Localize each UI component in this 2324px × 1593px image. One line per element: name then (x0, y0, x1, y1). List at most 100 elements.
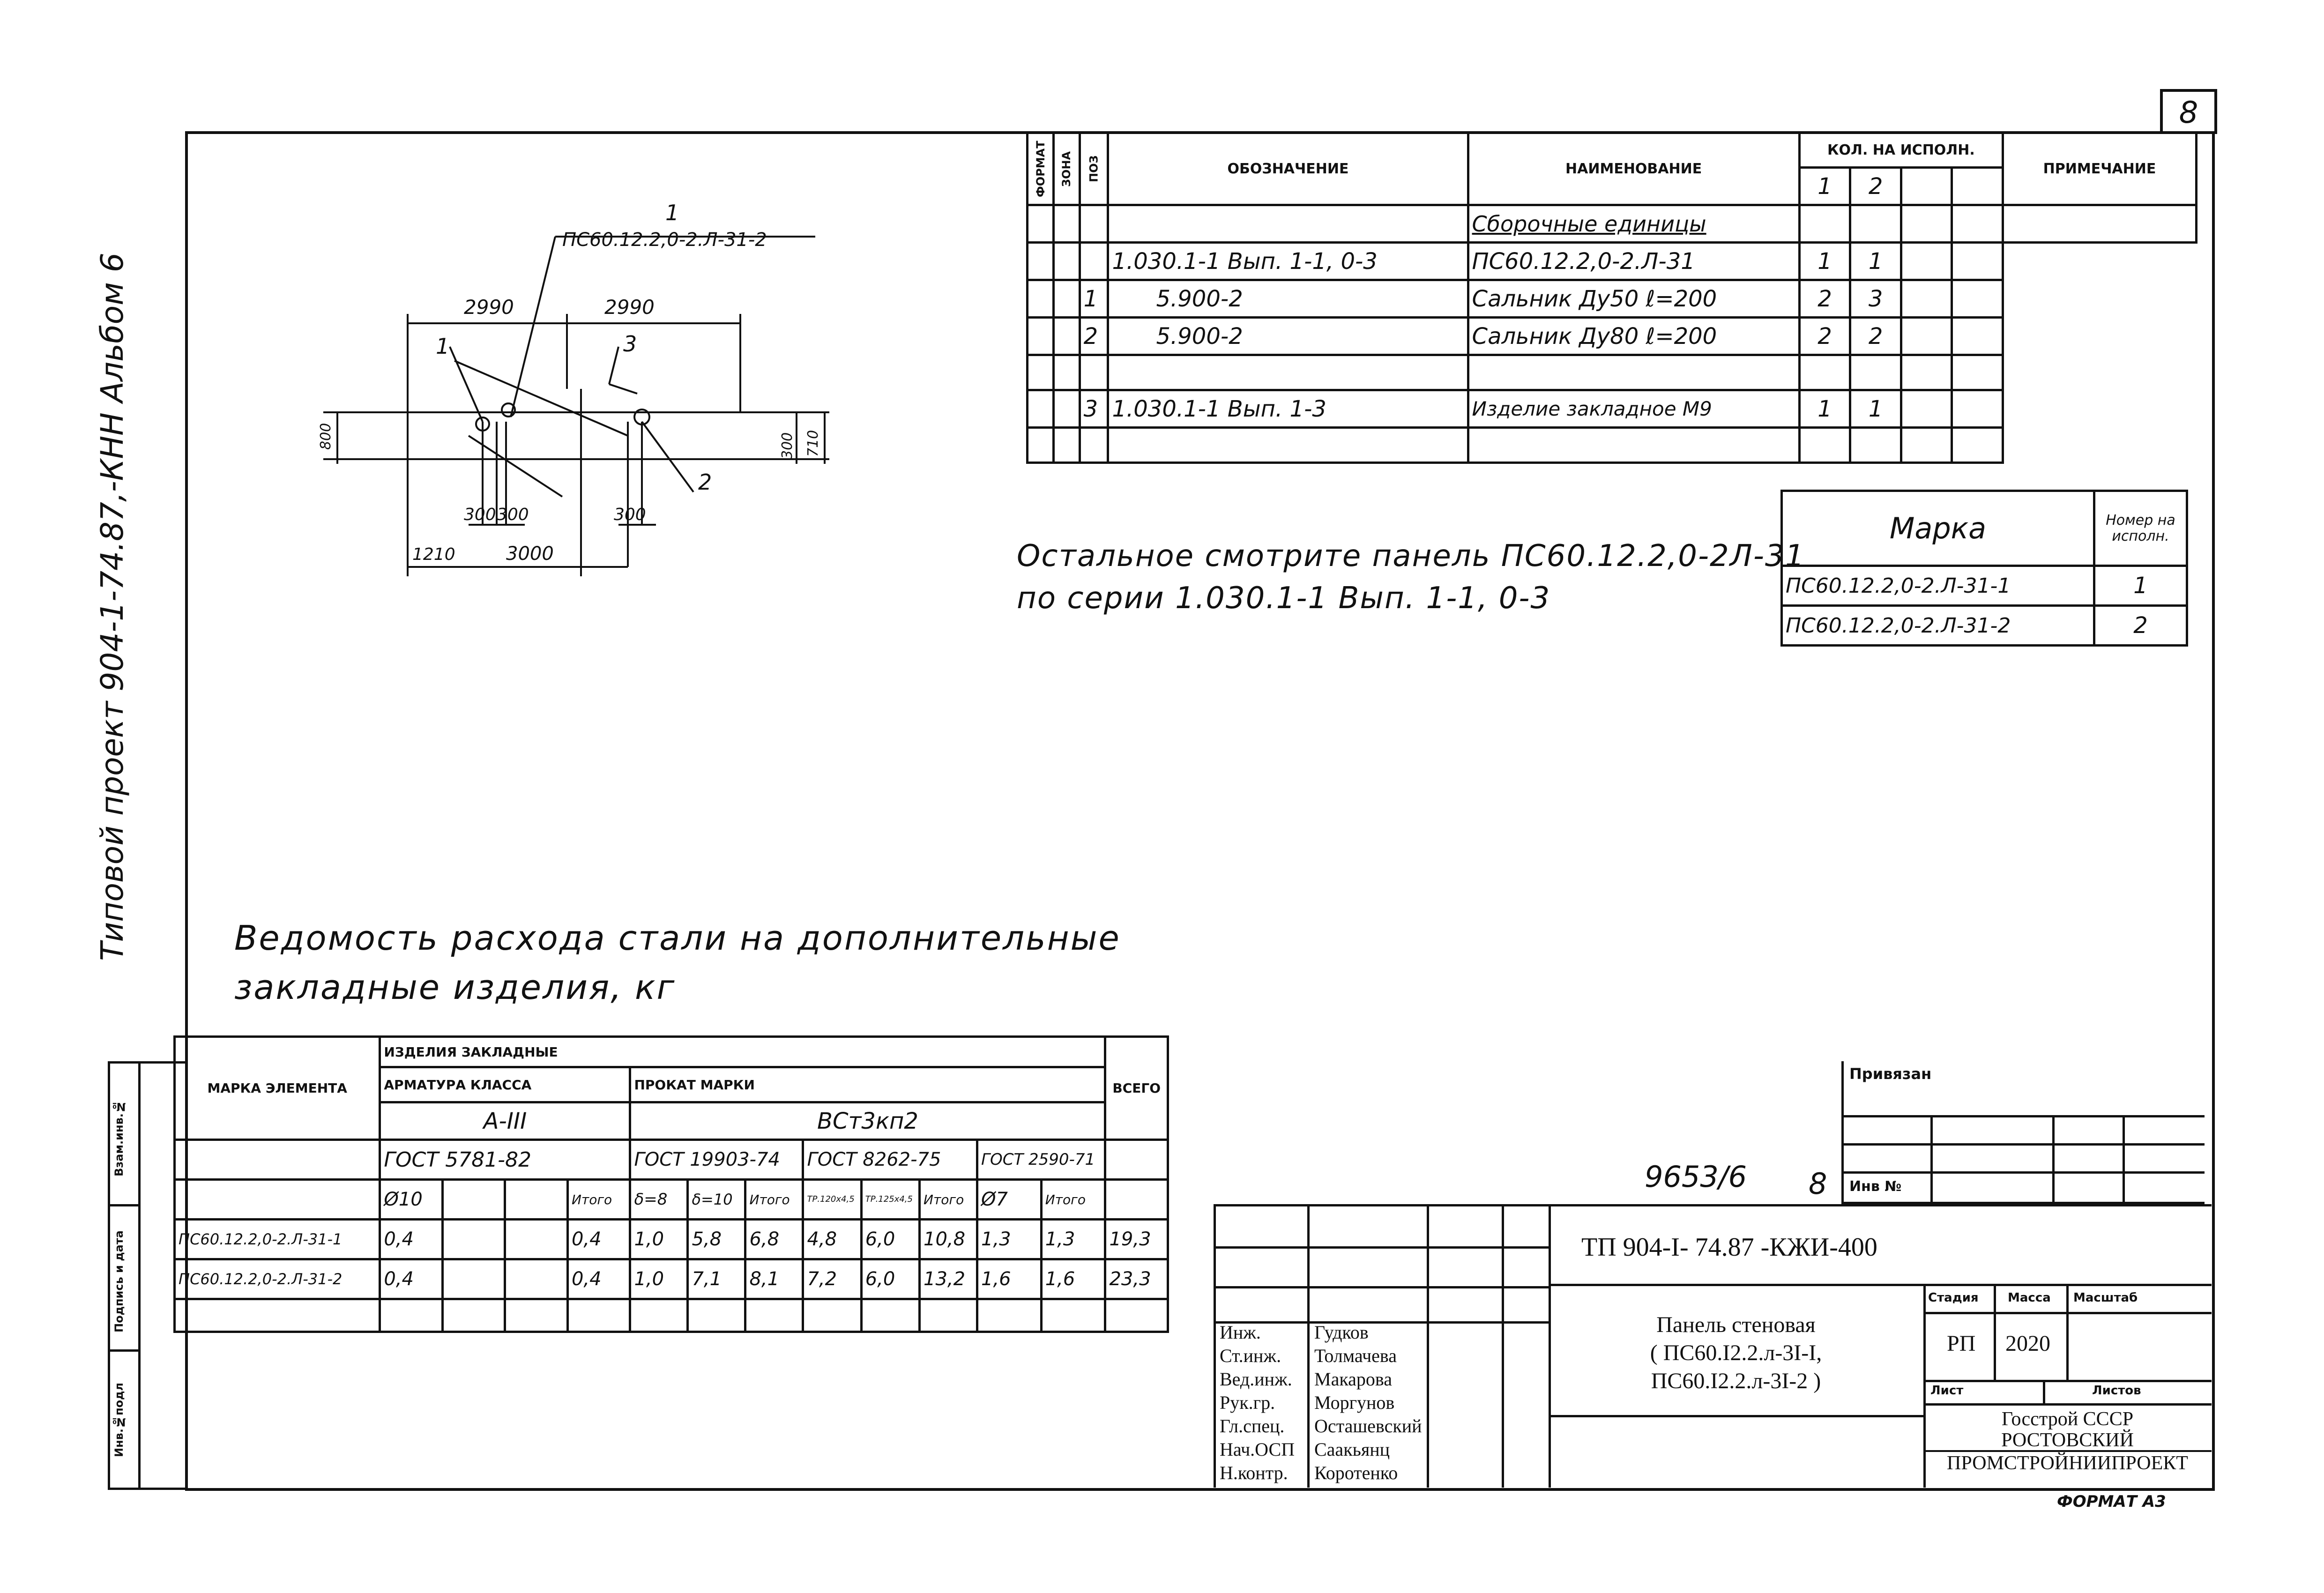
spec-pos: 2 (1078, 316, 1110, 356)
steel-mark: ПС60.12.2,0-2.Л-31-2 (173, 1258, 381, 1300)
steel-sub: Итого (1040, 1178, 1107, 1221)
privyazan-label: Привязан (1849, 1065, 1932, 1083)
h-mass: Масса (2008, 1291, 2051, 1305)
callout-3: 3 (623, 331, 637, 357)
marka-row: ПС60.12.2,0-2.Л-31-2 2 (1780, 604, 2188, 647)
steel-sub: Итого (918, 1178, 979, 1221)
steel-val (504, 1218, 569, 1260)
title-code: ТП 904-I- 74.87 -КЖИ-400 (1581, 1233, 1877, 1262)
marka-mark: ПС60.12.2,0-2.Л-31-2 (1780, 604, 2095, 647)
marka-num-header: Номер на исполн. (2093, 490, 2188, 567)
spec-q2: 2 (1849, 316, 1902, 356)
spec-pos (1078, 241, 1110, 281)
person-role: Вед.инж. (1220, 1369, 1292, 1390)
dim-300-a: 300 (464, 505, 496, 524)
dim-300-c: 300 (614, 505, 646, 524)
steel-total: 23,3 (1104, 1258, 1169, 1300)
sheet-number-box: 8 (2160, 89, 2217, 134)
person-name: Коротенко (1314, 1462, 1398, 1483)
steel-h-total: ВСЕГО (1104, 1035, 1169, 1141)
marka-row: ПС60.12.2,0-2.Л-31-1 1 (1780, 565, 2188, 607)
doc-num: 9653/6 (1645, 1160, 1747, 1194)
spec-q1: 1 (1798, 241, 1852, 281)
title-line-1: Панель стеновая (1656, 1312, 1816, 1337)
callout-2: 2 (698, 469, 712, 495)
steel-val: 1,6 (976, 1258, 1043, 1300)
spec-h-zone: ЗОНА (1053, 132, 1080, 205)
marka-num: 2 (2093, 604, 2188, 647)
title-block: ТП 904-I- 74.87 -КЖИ-400 Панель стеновая… (1214, 1204, 2212, 1488)
drawing-title: ПС60.12.2,0-2.Л-31-2 (562, 229, 767, 251)
steel-val: 5,8 (686, 1218, 747, 1260)
person-name: Гудков (1314, 1322, 1369, 1343)
dim-3000: 3000 (506, 543, 554, 565)
steel-row: ПС60.12.2,0-2.Л-31-2 0,4 0,4 1,0 7,1 8,1… (173, 1258, 1169, 1300)
steel-val: 0,4 (379, 1258, 444, 1300)
steel-h-mark: МАРКА ЭЛЕМЕНТА (173, 1035, 381, 1141)
person-name: Толмачева (1314, 1345, 1397, 1366)
dim-800: 800 (318, 423, 334, 450)
spec-h-designation: ОБОЗНАЧЕНИЕ (1107, 131, 1469, 206)
steel-subheader-row: Ø10 Итого δ=8 δ=10 Итого ТР.120х4,5 ТР.1… (173, 1178, 1169, 1221)
callout-1-top: 1 (665, 200, 679, 225)
steel-mark: ПС60.12.2,0-2.Л-31-1 (173, 1218, 381, 1260)
org-3: ПРОМСТРОЙНИИПРОЕКТ (1923, 1450, 2212, 1474)
steel-sub: Ø10 (379, 1178, 444, 1221)
steel-val: 1,0 (629, 1258, 689, 1300)
steel-val: 6,8 (744, 1218, 804, 1260)
steel-val (441, 1218, 507, 1260)
spec-table: ФОРМАТ ЗОНА ПОЗ ОБОЗНАЧЕНИЕ НАИМЕНОВАНИЕ… (1026, 131, 2197, 464)
spec-h-q2: 2 (1849, 166, 1902, 206)
org-1: Госстрой СССР (2001, 1408, 2134, 1430)
person-role: Н.контр. (1220, 1462, 1288, 1483)
steel-title-1: Ведомость расхода стали на дополнительны… (234, 918, 1121, 958)
steel-val: 0,4 (379, 1218, 444, 1260)
marka-mark: ПС60.12.2,0-2.Л-31-1 (1780, 565, 2095, 607)
person-role: Гл.спец. (1220, 1415, 1285, 1437)
person-role: Инж. (1220, 1322, 1261, 1343)
inv-no-label: Инв № (1849, 1178, 1902, 1195)
steel-rebar-class: А-III (379, 1101, 632, 1141)
steel-title-2: закладные изделия, кг (234, 968, 676, 1007)
spec-h-pos: ПОЗ (1080, 132, 1108, 205)
dim-2990-b: 2990 (604, 296, 655, 319)
steel-val: 1,3 (1040, 1218, 1107, 1260)
format-label: ФОРМАТ А3 (2057, 1492, 2166, 1511)
steel-val: 4,8 (802, 1218, 863, 1260)
spec-pos: 1 (1078, 279, 1110, 319)
steel-h-rebar: АРМАТУРА КЛАССА (379, 1066, 632, 1103)
spec-designation: 1.030.1-1 Вып. 1-1, 0-3 (1107, 241, 1469, 281)
dim-2990-a: 2990 (464, 296, 514, 319)
spec-row: 3 1.030.1-1 Вып. 1-3 Изделие закладное М… (1026, 389, 2197, 429)
steel-row: ПС60.12.2,0-2.Л-31-1 0,4 0,4 1,0 5,8 6,8… (173, 1218, 1169, 1260)
person-name: Саакьянц (1314, 1439, 1390, 1460)
spec-h-format: ФОРМАТ (1027, 132, 1054, 205)
person-role: Ст.инж. (1220, 1345, 1281, 1366)
spec-name: Изделие закладное М9 (1467, 389, 1801, 429)
person-role: Нач.ОСП (1220, 1439, 1295, 1460)
steel-val: 0,4 (566, 1218, 632, 1260)
h-scale: Масштаб (2073, 1291, 2138, 1305)
steel-gost-1: ГОСТ 5781-82 (379, 1139, 632, 1181)
spec-designation: 1.030.1-1 Вып. 1-3 (1107, 389, 1469, 429)
spec-name: ПС60.12.2,0-2.Л-31 (1467, 241, 1801, 281)
steel-sub: δ=8 (629, 1178, 689, 1221)
spec-h-q1: 1 (1798, 166, 1852, 206)
spec-pos: 3 (1078, 389, 1110, 429)
steel-gost-3: ГОСТ 8262-75 (802, 1139, 979, 1181)
steel-val: 1,6 (1040, 1258, 1107, 1300)
h-sheets: Листов (2092, 1384, 2141, 1398)
privyazan-block: Привязан Инв № (1841, 1061, 2205, 1204)
steel-val: 7,1 (686, 1258, 747, 1300)
spec-name: Сальник Ду80 ℓ=200 (1467, 316, 1801, 356)
dim-300-b: 300 (497, 505, 529, 524)
person-name: Моргунов (1314, 1392, 1395, 1413)
spec-section: Сборочные единицы (1467, 204, 1801, 244)
callout-1: 1 (436, 334, 449, 359)
steel-val: 7,2 (802, 1258, 863, 1300)
dim-710: 710 (805, 430, 821, 457)
steel-sub: δ=10 (686, 1178, 747, 1221)
steel-val: 1,0 (629, 1218, 689, 1260)
spec-designation: 5.900-2 (1107, 316, 1469, 356)
